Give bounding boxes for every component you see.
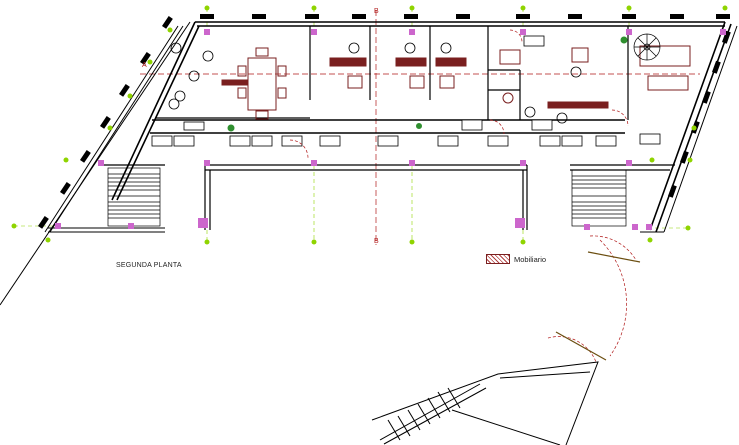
column-markers <box>55 29 726 230</box>
window-blocks-top <box>200 14 730 19</box>
left-stair <box>107 167 161 227</box>
legend: Mobiliario <box>486 254 546 264</box>
right-facade <box>640 25 738 233</box>
door-swings <box>289 29 637 363</box>
outer-walls <box>111 21 732 233</box>
axis-lines <box>140 10 700 245</box>
spiral-stair <box>633 33 661 61</box>
right-stair <box>571 169 627 227</box>
window-blocks-left <box>38 16 173 229</box>
legend-swatch <box>486 254 510 264</box>
window-blocks-right <box>668 30 731 198</box>
grid-nodes <box>11 5 728 245</box>
plants <box>227 36 628 132</box>
lower-structure <box>371 361 599 445</box>
corridor <box>100 164 675 230</box>
axis-marker-b-bottom: B <box>374 238 379 245</box>
door-panels <box>555 251 641 361</box>
chairs <box>168 42 582 124</box>
plan-title: SEGUNDA PLANTA <box>116 262 182 269</box>
furniture <box>221 45 691 120</box>
axis-marker-a: A <box>142 62 147 69</box>
desk-units <box>151 35 661 147</box>
legend-label: Mobiliario <box>514 254 547 264</box>
interior-walls <box>155 26 629 120</box>
axis-marker-b-top: B <box>374 8 379 15</box>
